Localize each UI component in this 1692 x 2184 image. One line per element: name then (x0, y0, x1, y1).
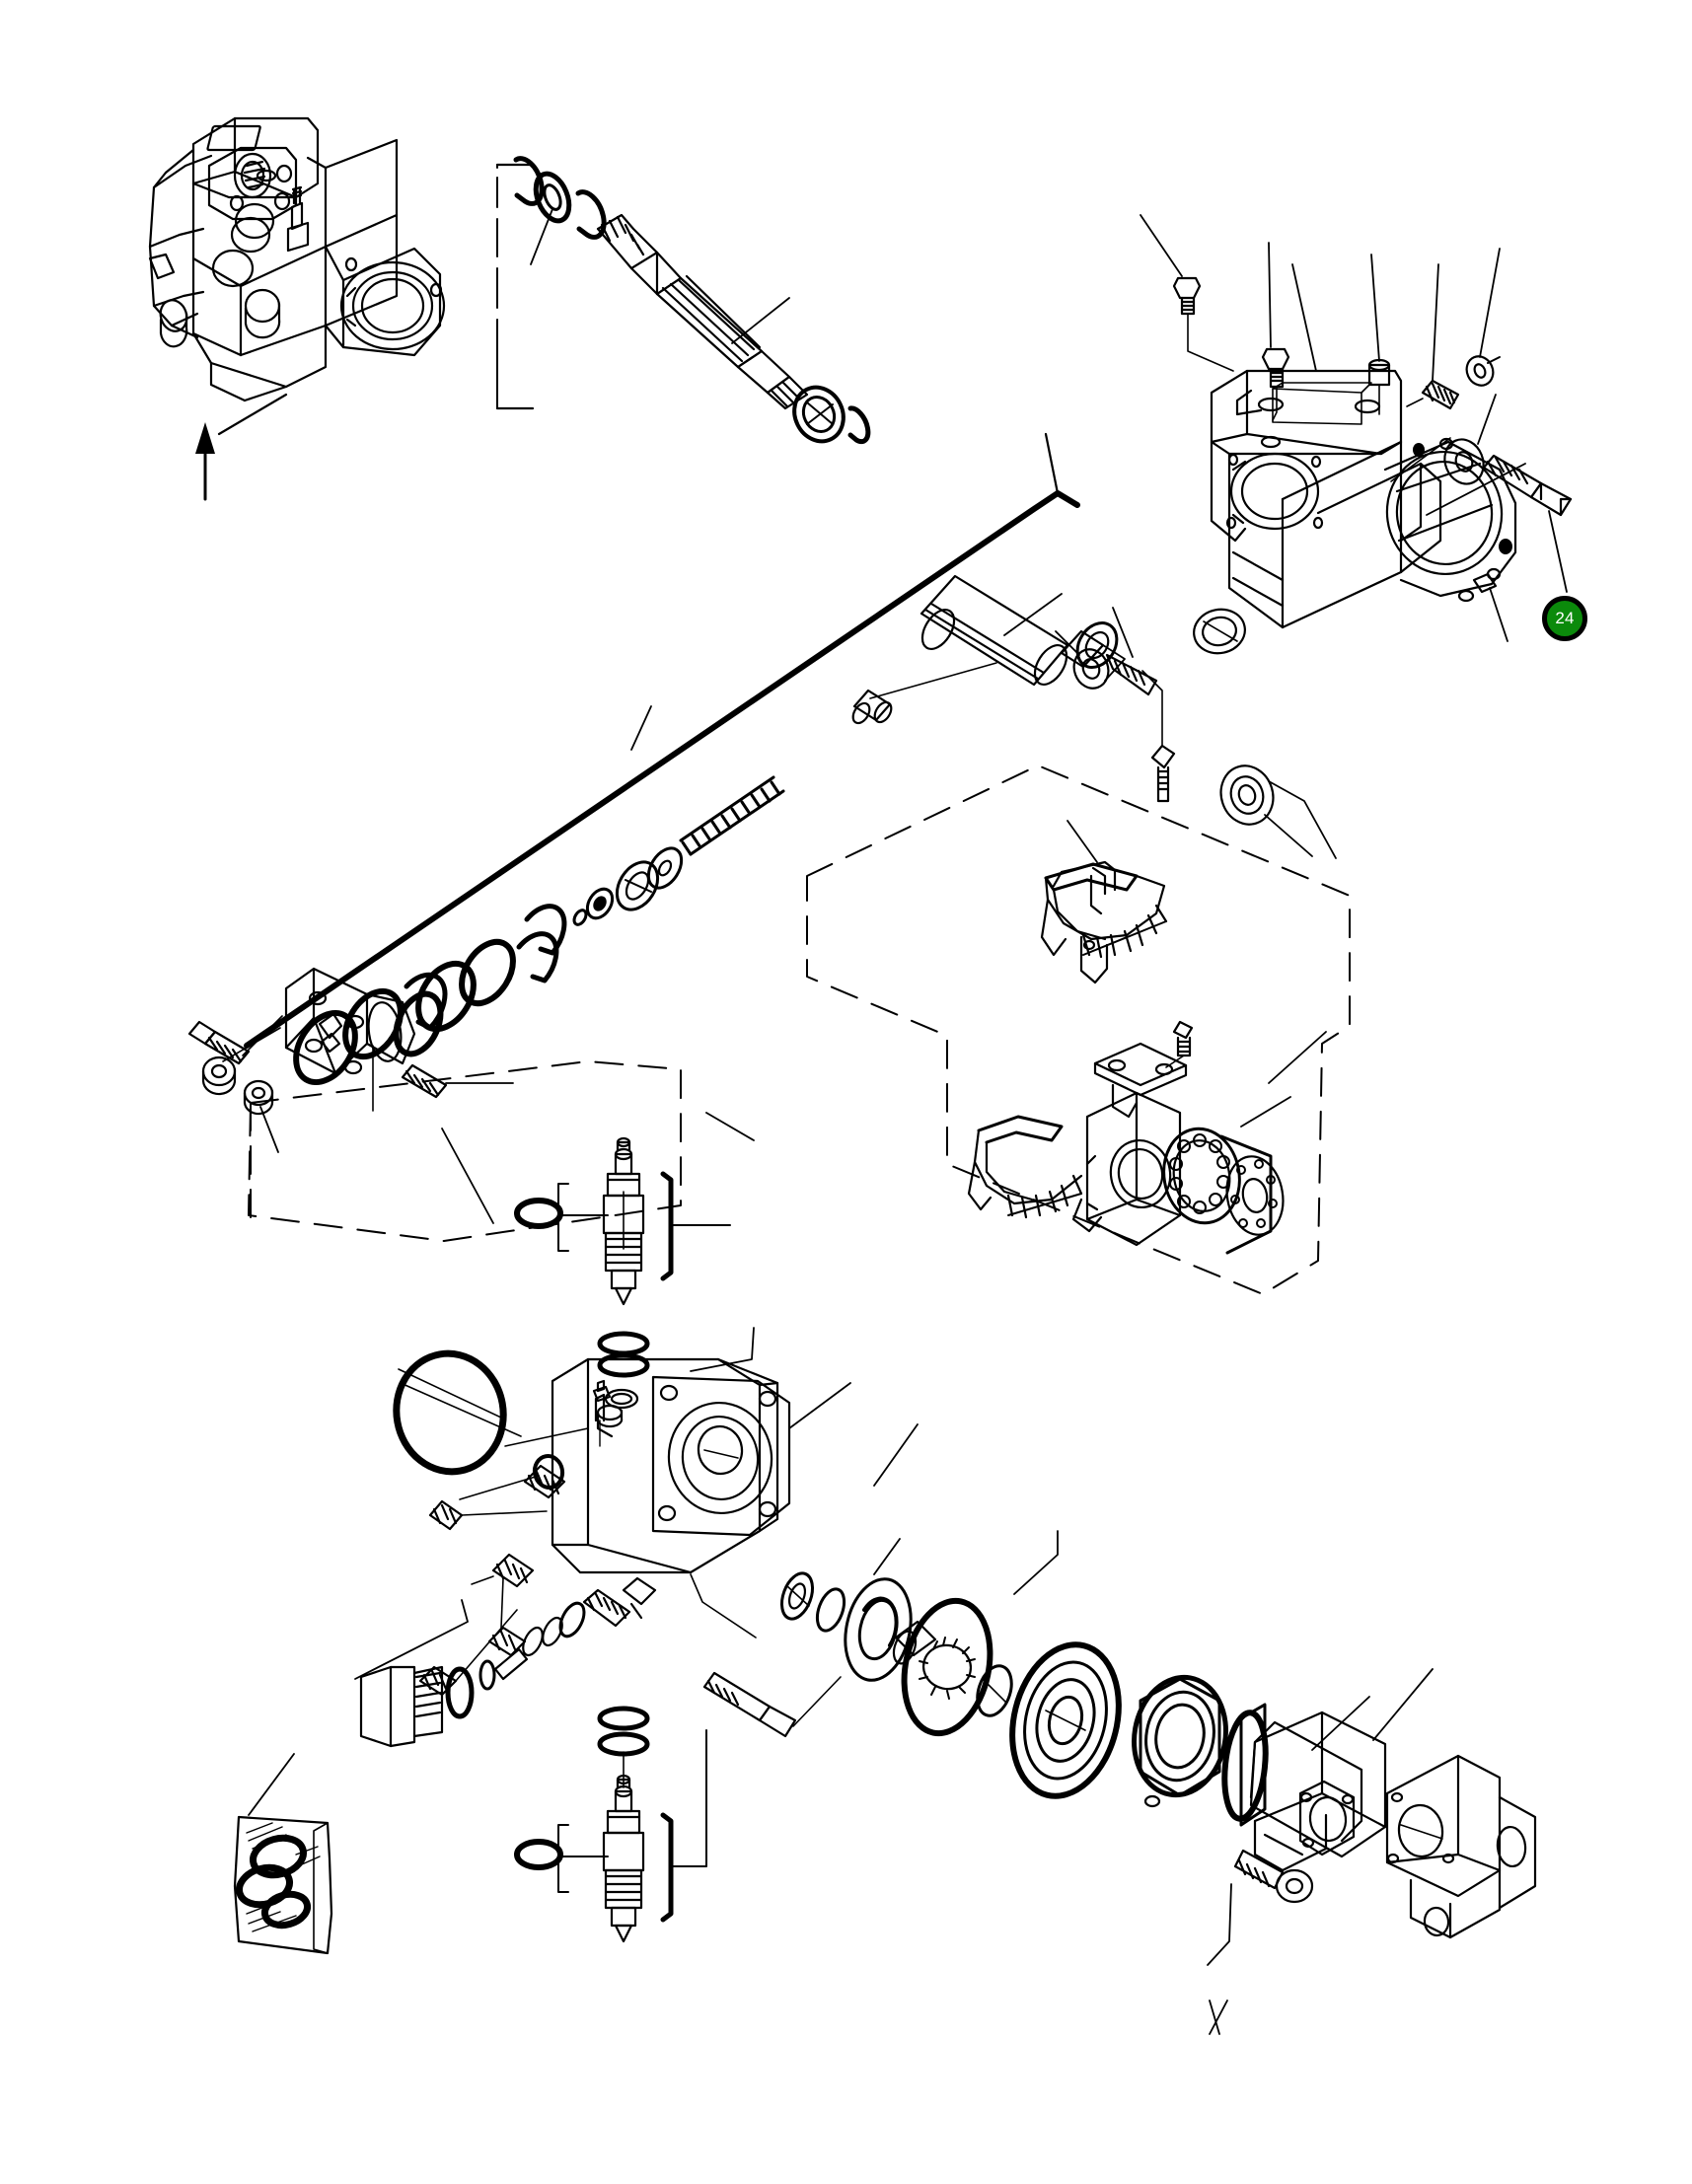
gear-pump-group (1207, 1668, 1537, 1966)
drive-shaft-group (495, 156, 871, 445)
rear-cover-group (393, 1327, 851, 1757)
servo-piston-group (293, 574, 1126, 1086)
pump-assembly-overview (148, 116, 446, 402)
valve-housing-group (1140, 214, 1573, 642)
swash-plate-bearing-group (967, 820, 1327, 1255)
plug-and-oring-group (354, 1576, 657, 1748)
callout-badge-24[interactable]: 24 (1542, 596, 1587, 641)
lower-assembly-dashed-box (248, 1060, 682, 1242)
main-section-line (244, 432, 1080, 1049)
relief-valve-lower-group (514, 1729, 707, 1943)
relief-valve-upper-group (514, 1136, 731, 1306)
seal-kit-group (233, 1753, 333, 1955)
servo-end-cover-group (187, 967, 514, 1153)
cylinder-block-group (779, 1530, 1269, 1827)
leader-lines (441, 1112, 1228, 2035)
view-direction-arrow (195, 393, 288, 501)
swash-plate-bearing-box (806, 764, 1351, 1295)
